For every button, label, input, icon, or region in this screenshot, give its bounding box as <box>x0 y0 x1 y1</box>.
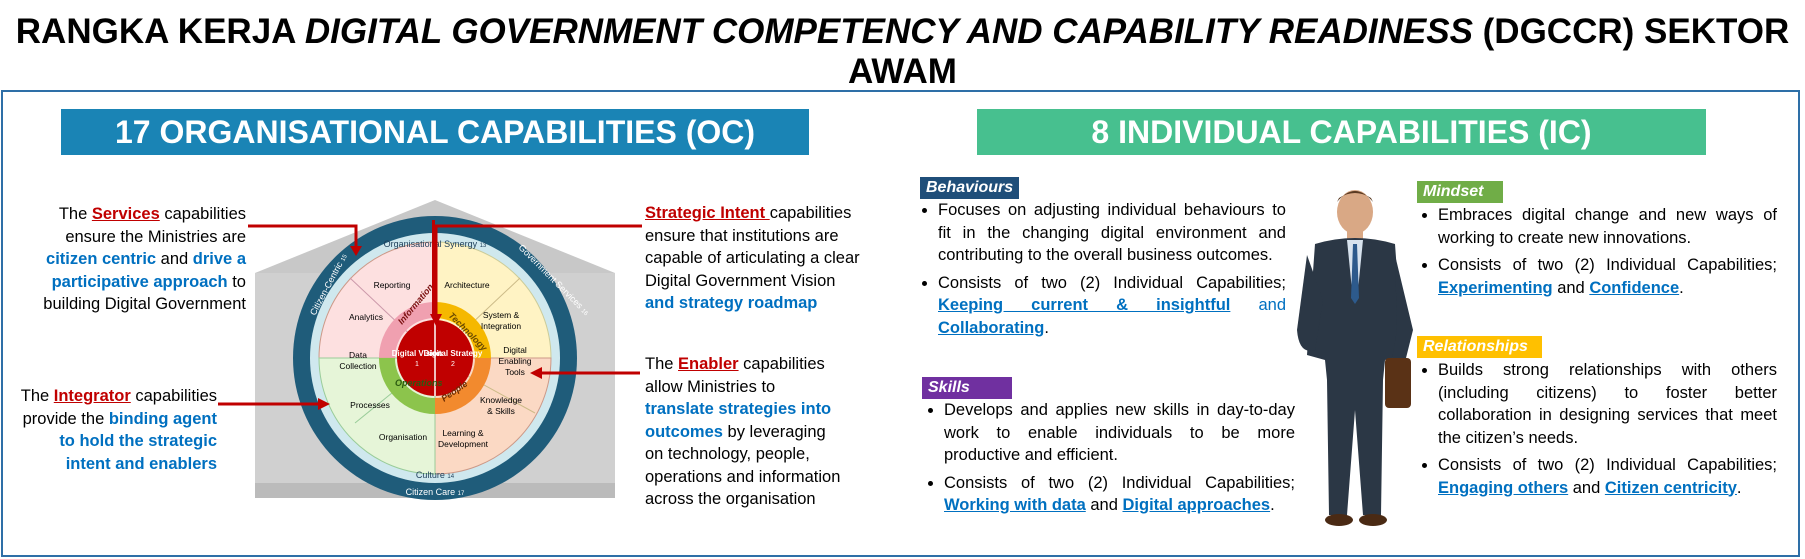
svg-text:Development: Development <box>438 439 489 449</box>
segment-processes: Processes <box>350 400 390 410</box>
integrator-description: The Integrator capabilities provide the … <box>20 387 217 473</box>
relationships-bullet-2: Consists of two (2) Individual Capabilit… <box>1438 454 1777 499</box>
strategic-intent-description: Strategic Intent capabilities ensure tha… <box>645 204 860 312</box>
link-citizen-centricity[interactable]: Citizen centricity <box>1604 478 1737 497</box>
ring-culture: Culture 14 <box>416 470 455 480</box>
svg-text:Enabling: Enabling <box>498 356 531 366</box>
link-digital-approaches[interactable]: Digital approaches <box>1122 496 1271 514</box>
relationships-bullet-1: Builds strong relationships with others … <box>1438 359 1777 449</box>
link-experimenting[interactable]: Experimenting <box>1438 278 1553 297</box>
core-right-label: Digital Strategy <box>424 349 483 358</box>
enabler-description: The Enabler capabilities allow Ministrie… <box>645 355 841 508</box>
inner-label-operations: Operations <box>395 378 443 388</box>
mindset-bullet-2: Consists of two (2) Individual Capabilit… <box>1438 254 1777 299</box>
behaviours-bullet-2: Consists of two (2) Individual Capabilit… <box>938 272 1286 340</box>
link-keeping-current[interactable]: Keeping current & insightful <box>938 296 1231 314</box>
svg-text:2: 2 <box>451 361 455 368</box>
segment-architecture: Architecture <box>444 280 490 290</box>
behaviours-box: Focuses on adjusting individual behaviou… <box>922 199 1286 344</box>
relationships-tag: Relationships <box>1417 336 1542 358</box>
skills-bullet-1: Develops and applies new skills in day-t… <box>944 399 1295 467</box>
skills-bullet-2: Consists of two (2) Individual Capabilit… <box>944 472 1295 517</box>
ring-citizen-care: Citizen Care 17 <box>406 487 465 497</box>
core-left-label: Digital Vision <box>392 349 443 358</box>
link-confidence[interactable]: Confidence <box>1589 278 1680 297</box>
segment-data-collection: Data <box>349 350 367 360</box>
businessman-figure <box>1297 190 1413 526</box>
link-collaborating[interactable]: Collaborating <box>938 318 1045 337</box>
segment-analytics: Analytics <box>349 312 383 322</box>
svg-text:Integration: Integration <box>481 321 521 331</box>
mindset-bullet-1: Embraces digital change and new ways of … <box>1438 204 1777 249</box>
svg-text:Collection: Collection <box>339 361 377 371</box>
skills-tag: Skills <box>922 377 1012 399</box>
oc-banner: 17 ORGANISATIONAL CAPABILITIES (OC) <box>61 109 809 155</box>
skills-box: Develops and applies new skills in day-t… <box>928 399 1295 522</box>
relationships-box: Builds strong relationships with others … <box>1422 359 1777 504</box>
ic-banner: 8 INDIVIDUAL CAPABILITIES (IC) <box>977 109 1706 155</box>
segment-system-integration: System & <box>483 310 520 320</box>
behaviours-bullet-1: Focuses on adjusting individual behaviou… <box>938 199 1286 267</box>
mindset-tag: Mindset <box>1417 181 1503 203</box>
framework-frame <box>1 90 1800 557</box>
services-description: The Services capabilities ensure the Min… <box>43 205 246 313</box>
segment-knowledge-skills: Knowledge <box>480 395 522 405</box>
page-title: RANGKA KERJA DIGITAL GOVERNMENT COMPETEN… <box>15 12 1790 91</box>
segment-reporting: Reporting <box>374 280 411 290</box>
svg-text:1: 1 <box>415 361 419 368</box>
segment-learning-development: Learning & <box>442 428 483 438</box>
svg-text:Tools: Tools <box>505 367 525 377</box>
ring-organisational-synergy: Organisational Synergy 13 <box>384 239 487 249</box>
segment-digital-enabling-tools: Digital <box>503 345 527 355</box>
segment-organisation: Organisation <box>379 432 427 442</box>
behaviours-tag: Behaviours <box>920 177 1020 199</box>
mindset-box: Embraces digital change and new ways of … <box>1422 204 1777 304</box>
svg-text:& Skills: & Skills <box>487 406 515 416</box>
link-working-with-data[interactable]: Working with data <box>944 496 1086 514</box>
link-engaging-others[interactable]: Engaging others <box>1438 478 1569 497</box>
